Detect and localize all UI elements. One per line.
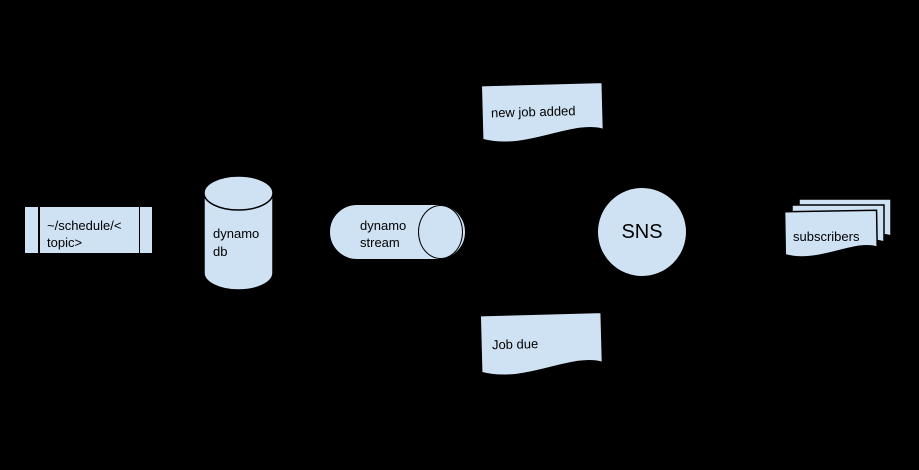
subscribers-label: subscribers <box>793 229 860 244</box>
dynamo-stream-label: dynamo stream <box>360 218 407 250</box>
node-new-job-added: new job added <box>480 81 605 144</box>
node-subscribers: subscribers <box>783 197 894 265</box>
sns-circle-shape: SNS <box>597 187 687 277</box>
job-due-label: Job due <box>491 336 539 353</box>
document-shape <box>479 311 604 377</box>
node-dynamo-db: dynamo db <box>203 175 274 291</box>
predefined-process-left-line <box>38 207 40 253</box>
document-shape <box>480 81 605 144</box>
document-stack-front-shape <box>783 209 878 258</box>
stream-end-cap-shape <box>418 205 463 259</box>
schedule-topic-label: ~/schedule/< topic> <box>47 218 122 250</box>
database-cylinder-shape <box>203 175 274 291</box>
new-job-added-label: new job added <box>490 103 576 121</box>
sns-label: SNS <box>621 221 663 243</box>
node-dynamo-stream: dynamo stream <box>329 204 466 260</box>
node-schedule-topic: ~/schedule/< topic> <box>24 206 153 254</box>
dynamo-db-label: dynamo db <box>213 226 260 259</box>
node-job-due: Job due <box>479 311 604 379</box>
predefined-process-right-line <box>138 207 140 253</box>
node-sns: SNS <box>597 187 687 277</box>
